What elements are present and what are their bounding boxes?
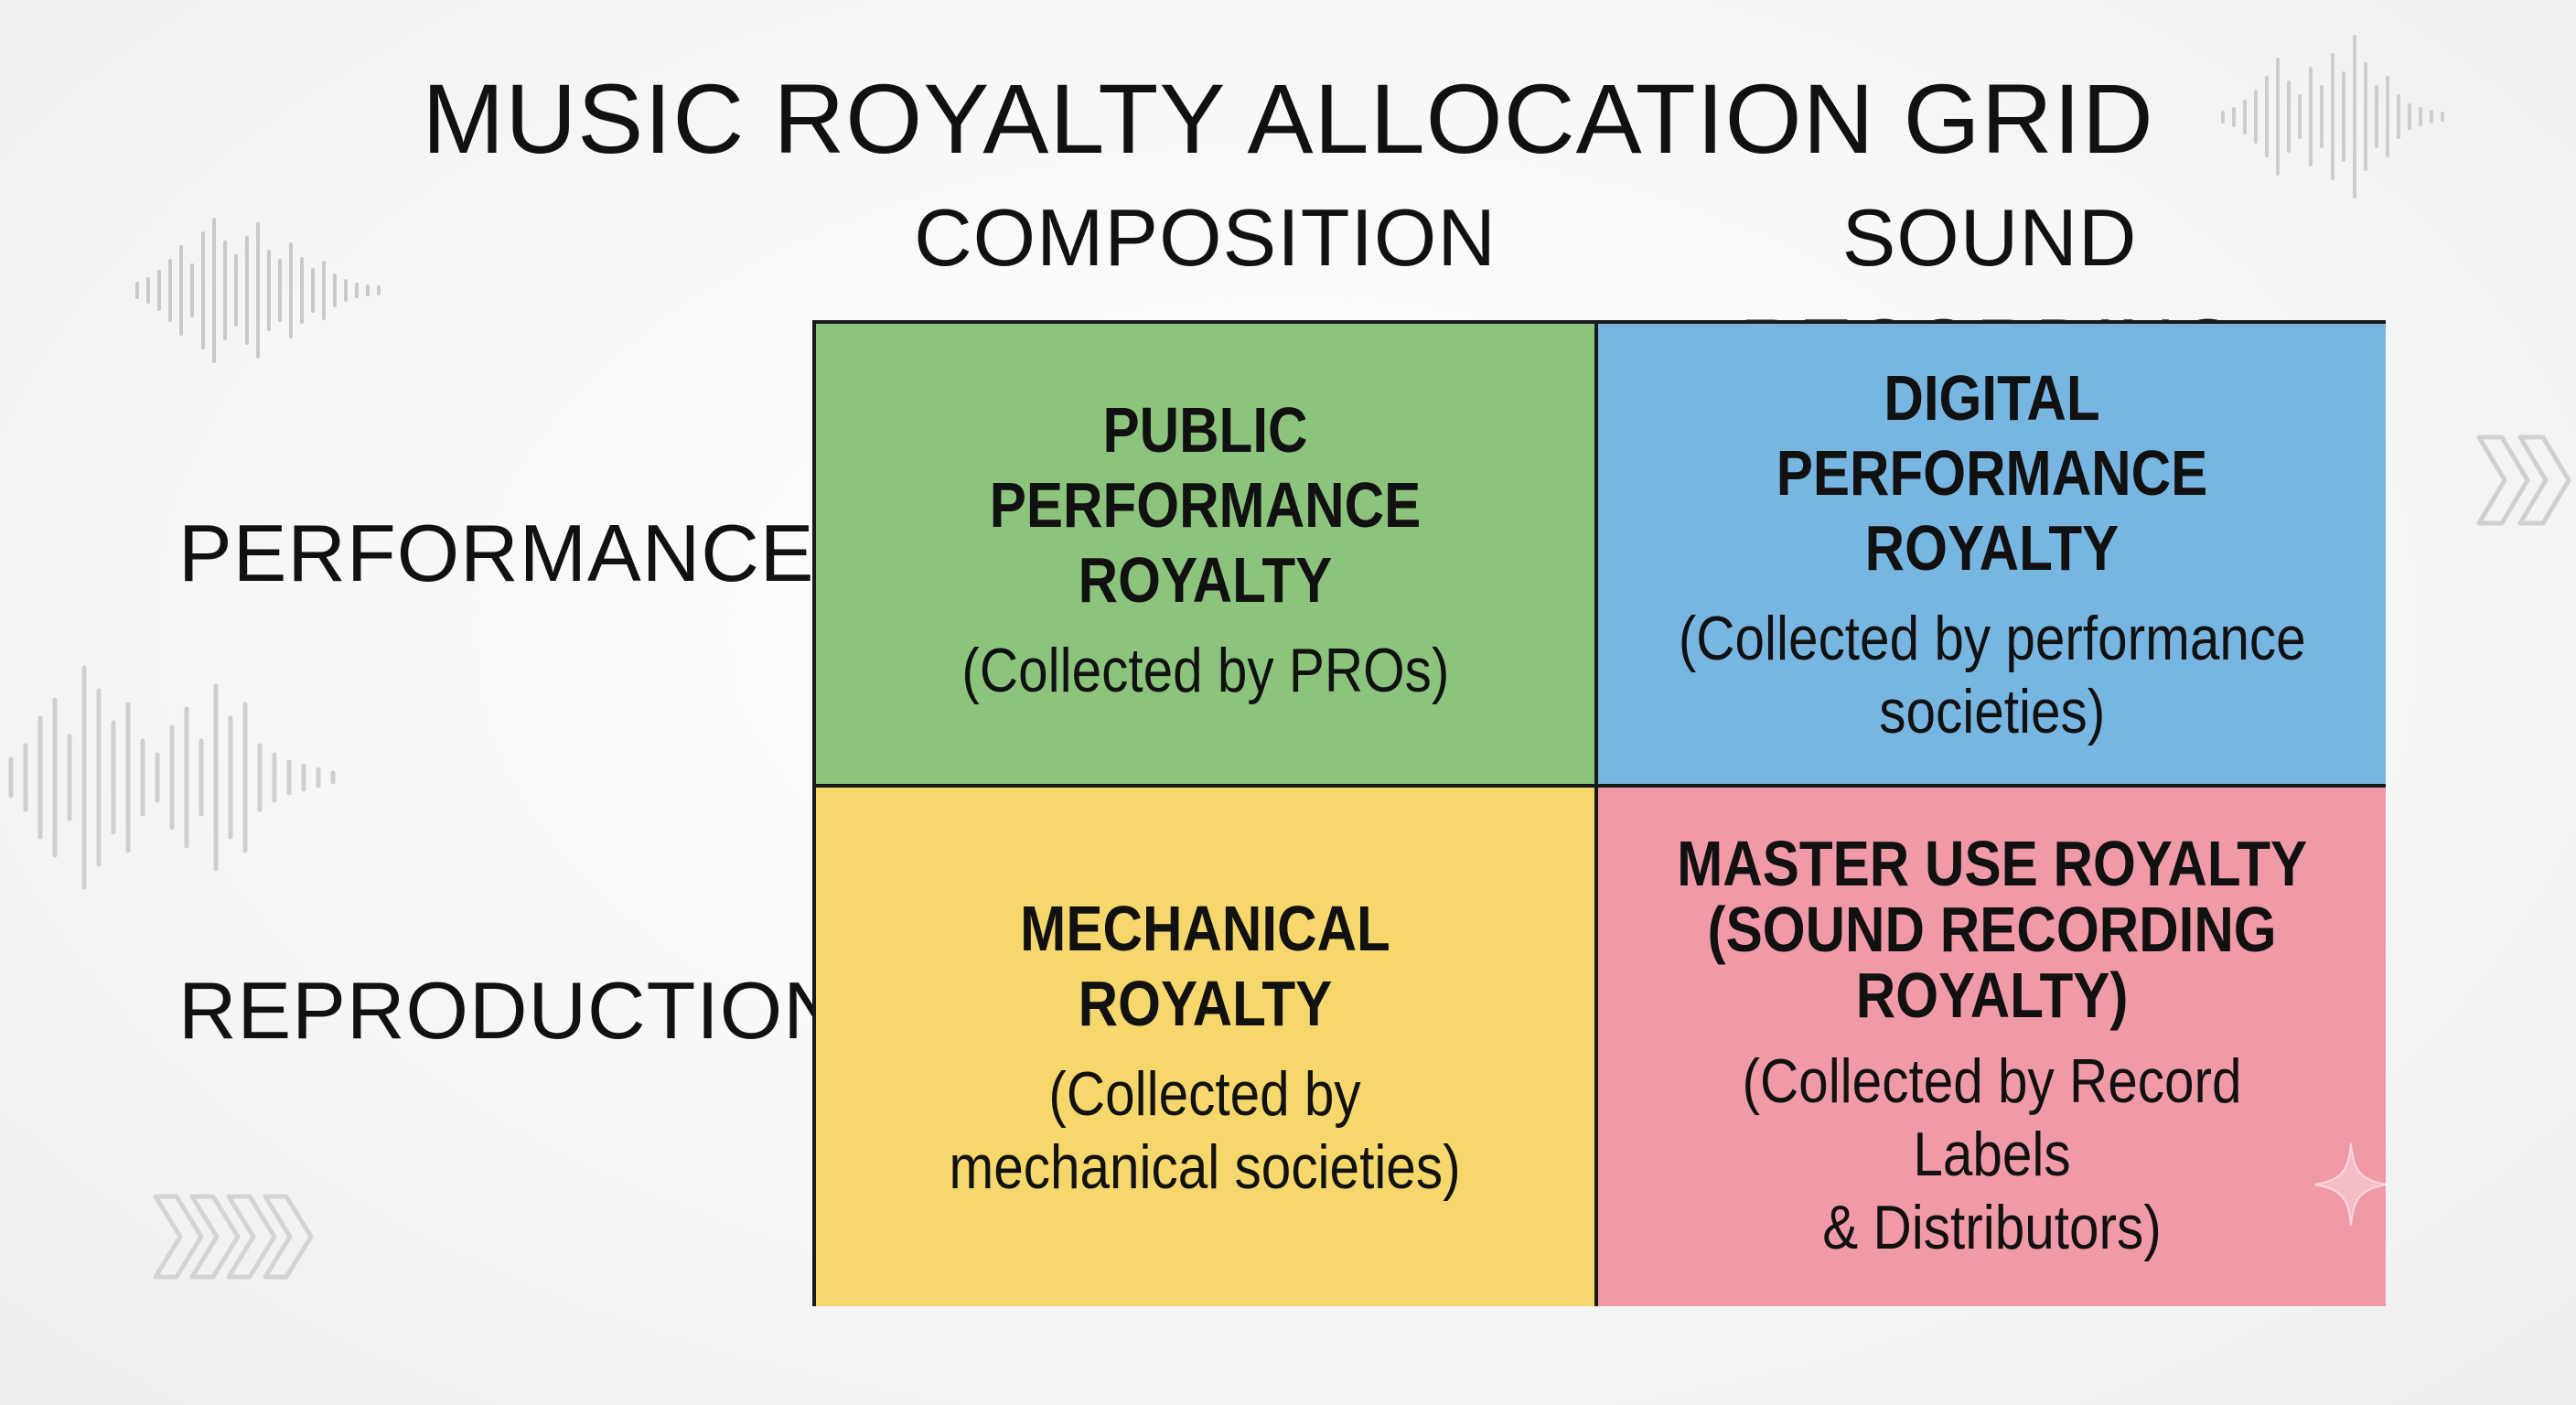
royalty-grid: PUBLIC PERFORMANCE ROYALTY (Collected by… <box>812 320 2386 1306</box>
column-header-composition: COMPOSITION <box>914 192 1497 283</box>
cell-subtitle: (Collected by PROs) <box>961 635 1449 705</box>
cell-mechanical-royalty: MECHANICAL ROYALTY (Collected by mechani… <box>816 788 1594 1306</box>
cell-title: DIGITAL PERFORMANCE ROYALTY <box>1776 361 2208 584</box>
chevrons-right-icon <box>153 1194 314 1280</box>
column-header-sound-recording: SOUND RECORDING <box>1740 192 2239 392</box>
sound-wave-icon <box>135 218 381 363</box>
row-header-performance: PERFORMANCE <box>178 508 815 598</box>
cell-title: PUBLIC PERFORMANCE ROYALTY <box>989 393 1422 616</box>
cell-subtitle: (Collected by performance societies) <box>1678 603 2306 746</box>
row-header-reproduction: REPRODUCTION <box>178 965 843 1056</box>
cell-title: MASTER USE ROYALTY (SOUND RECORDING ROYA… <box>1676 827 2308 1031</box>
cell-digital-performance-royalty: DIGITAL PERFORMANCE ROYALTY (Collected b… <box>1598 324 2386 784</box>
cell-master-use-royalty: MASTER USE ROYALTY (SOUND RECORDING ROYA… <box>1598 788 2386 1306</box>
chevrons-right-icon <box>2476 434 2571 526</box>
cell-public-performance-royalty: PUBLIC PERFORMANCE ROYALTY (Collected by… <box>816 324 1594 784</box>
cell-title: MECHANICAL ROYALTY <box>1020 892 1390 1039</box>
cell-subtitle: (Collected by mechanical societies) <box>949 1058 1462 1202</box>
page-title: MUSIC ROYALTY ALLOCATION GRID <box>422 63 2154 174</box>
sound-wave-icon <box>8 665 336 890</box>
cell-subtitle: (Collected by Record Labels & Distributo… <box>1742 1046 2242 1262</box>
